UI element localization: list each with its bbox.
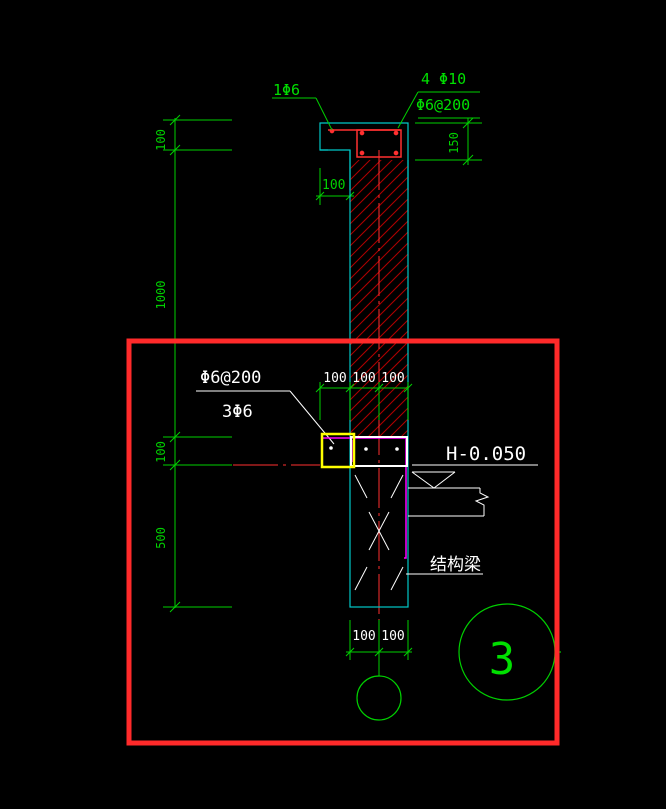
highlight-region[interactable] xyxy=(126,338,560,746)
axis-bubble xyxy=(356,675,402,721)
highlight-white-box[interactable] xyxy=(350,436,408,467)
dim-mid-100-a: 100 xyxy=(323,371,346,386)
hatch-line xyxy=(350,275,408,335)
highlight-yellow-box[interactable] xyxy=(320,432,356,469)
top-leaders xyxy=(272,91,480,131)
dim-left-mid-100: 100 xyxy=(154,441,168,463)
dim-right-150: 150 xyxy=(447,132,461,154)
right-150-dimension xyxy=(415,117,482,166)
top-cap-rebar xyxy=(328,128,402,158)
label-top-right-rebar-1: 4 Φ10 xyxy=(421,70,466,88)
dim-wall-100: 100 xyxy=(322,178,345,193)
bottom-dimension-row xyxy=(345,620,413,660)
label-mid-rebar-2: 3Φ6 xyxy=(222,402,253,422)
label-top-left-rebar: 1Φ6 xyxy=(273,81,300,99)
label-mid-rebar-1: Φ6@200 xyxy=(200,368,261,388)
dim-mid-100-b: 100 xyxy=(352,371,375,386)
rebar-dot-2 xyxy=(395,447,399,451)
dim-left-1000: 1000 xyxy=(154,281,168,310)
left-dimension-chain xyxy=(163,114,232,613)
hatch-line xyxy=(378,407,408,437)
dim-left-top-100: 100 xyxy=(154,129,168,151)
dim-bottom-100-b: 100 xyxy=(381,629,404,644)
hatch-line xyxy=(389,418,408,437)
dim-left-500: 500 xyxy=(154,527,168,549)
section-number: 3 xyxy=(489,634,516,685)
slab-break xyxy=(408,487,490,517)
mid-dimension-row xyxy=(315,382,413,420)
beam-x-mark xyxy=(354,474,404,591)
elevation-label: H-0.050 xyxy=(446,443,526,465)
rebar-dot-yellow xyxy=(329,446,333,450)
hatch-line xyxy=(350,160,371,181)
rebar-dot-1 xyxy=(364,447,368,451)
dim-mid-100-c: 100 xyxy=(381,371,404,386)
dim-bottom-100-a: 100 xyxy=(352,629,375,644)
label-top-right-rebar-2: Φ6@200 xyxy=(416,96,470,114)
beam-label: 结构梁 xyxy=(430,555,481,575)
